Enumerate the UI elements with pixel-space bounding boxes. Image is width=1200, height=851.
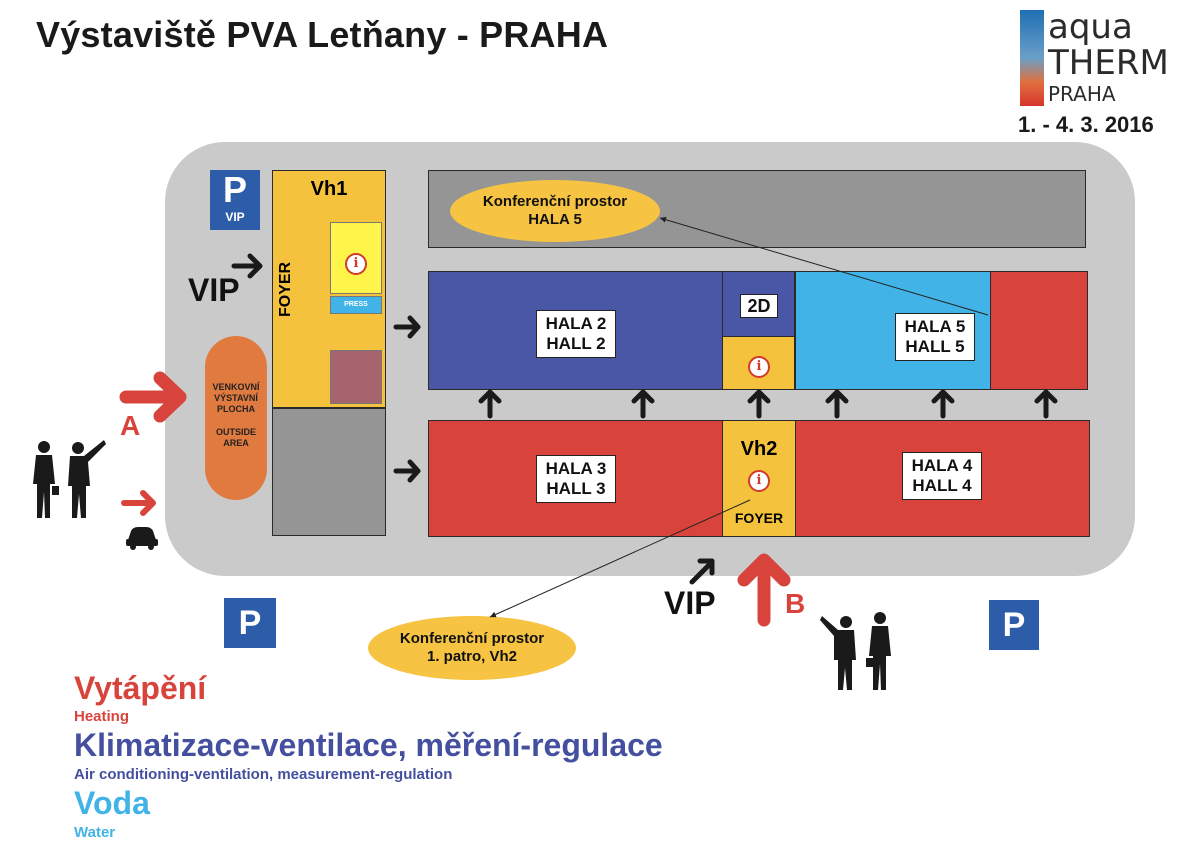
logo-gradient-bar bbox=[1020, 10, 1044, 106]
person-icon bbox=[68, 440, 106, 518]
conference-hall5-line1: Konferenční prostor bbox=[482, 193, 628, 210]
hall-3-cz: HALA 3 bbox=[545, 459, 607, 478]
arrow-right-icon bbox=[231, 253, 263, 279]
car-entrance-arrow-icon bbox=[121, 490, 156, 516]
vh1-room[interactable] bbox=[330, 350, 382, 404]
outside-area-cz: VENKOVNÍ VÝSTAVNÍ PLOCHA bbox=[212, 382, 260, 414]
legend-water-en: Water bbox=[74, 824, 116, 841]
vh1-lower-area[interactable] bbox=[272, 408, 386, 536]
info-icon: i bbox=[748, 356, 770, 378]
vh1-label: Vh1 bbox=[310, 178, 348, 200]
person-icon bbox=[820, 616, 856, 690]
conference-vh2[interactable]: Konferenční prostor 1. patro, Vh2 bbox=[368, 616, 576, 680]
hall-4-en: HALL 4 bbox=[912, 476, 972, 495]
hall-4-label: HALA 4 HALL 4 bbox=[902, 452, 982, 500]
legend-hvac-cz: Klimatizace-ventilace, měření-regulace bbox=[74, 727, 663, 763]
outside-area[interactable]: VENKOVNÍ VÝSTAVNÍ PLOCHA OUTSIDE AREA bbox=[205, 336, 267, 500]
hall-2-en: HALL 2 bbox=[546, 334, 606, 353]
arrow-up-icon bbox=[931, 389, 955, 419]
entrance-b-label: B bbox=[785, 588, 806, 619]
conference-hall5[interactable]: Konferenční prostor HALA 5 bbox=[450, 180, 660, 242]
person-icon bbox=[866, 612, 891, 690]
legend-heating-cz: Vytápění bbox=[74, 670, 207, 706]
arrow-right-icon bbox=[393, 315, 421, 339]
entrance-a-label: A bbox=[120, 410, 141, 441]
car-icon bbox=[126, 527, 158, 550]
vip-label-bottom: VIP bbox=[664, 585, 716, 621]
logo-word-aqua: aqua bbox=[1048, 7, 1133, 47]
hall-4-cz: HALA 4 bbox=[911, 456, 973, 475]
vh2-label: Vh2 bbox=[740, 438, 778, 460]
arrow-up-icon bbox=[825, 389, 849, 419]
page-title: Výstaviště PVA Letňany - PRAHA bbox=[36, 14, 609, 55]
parking-vip-sub: VIP bbox=[225, 210, 245, 224]
hall-3-en: HALL 3 bbox=[546, 479, 606, 498]
entrance-b-arrow-icon bbox=[737, 553, 791, 627]
hall-5-label: HALA 5 HALL 5 bbox=[895, 313, 975, 361]
arrow-up-icon bbox=[747, 389, 771, 419]
arrow-up-icon bbox=[631, 389, 655, 419]
hall-5-red-area[interactable] bbox=[990, 271, 1088, 390]
hall-2-label: HALA 2 HALL 2 bbox=[536, 310, 616, 358]
conference-vh2-line1: Konferenční prostor bbox=[399, 630, 545, 647]
logo-word-praha: PRAHA bbox=[1048, 82, 1116, 106]
arrow-up-icon bbox=[478, 389, 502, 419]
hall-2-cz: HALA 2 bbox=[545, 314, 607, 333]
aquatherm-logo: aqua THERM PRAHA bbox=[1020, 8, 1180, 108]
hall-3-label: HALA 3 HALL 3 bbox=[536, 455, 616, 503]
arrow-right-icon bbox=[393, 459, 421, 483]
outside-area-en: OUTSIDE AREA bbox=[215, 427, 256, 448]
conference-vh2-line2: 1. patro, Vh2 bbox=[426, 648, 518, 665]
vh2-foyer-label: FOYER bbox=[734, 510, 784, 526]
info-icon: i bbox=[748, 470, 770, 492]
parking-vip-sign: P VIP bbox=[210, 170, 260, 230]
info-icon: i bbox=[345, 253, 367, 275]
entrance-a-arrow-icon bbox=[119, 371, 187, 423]
parking-vip-letter: P bbox=[222, 169, 247, 210]
vip-label-left: VIP bbox=[188, 272, 240, 308]
legend-heating-en: Heating bbox=[74, 708, 130, 725]
pointer-line-hall5 bbox=[659, 216, 989, 316]
pointer-line-vh2 bbox=[489, 499, 751, 618]
arrow-diag-icon bbox=[689, 558, 715, 585]
logo-word-therm: THERM bbox=[1048, 43, 1169, 83]
hall-5-cz: HALA 5 bbox=[904, 317, 966, 336]
arrow-up-icon bbox=[1034, 389, 1058, 419]
hall-5-en: HALL 5 bbox=[905, 337, 965, 356]
press-room[interactable]: PRESS bbox=[330, 296, 382, 314]
legend-hvac-en: Air conditioning-ventilation, measuremen… bbox=[74, 766, 453, 783]
event-dates: 1. - 4. 3. 2016 bbox=[1018, 112, 1154, 137]
parking-sign-left: P bbox=[224, 598, 276, 648]
conference-hall5-line2: HALA 5 bbox=[528, 211, 582, 228]
parking-sign-right: P bbox=[989, 600, 1039, 650]
legend-water-cz: Voda bbox=[74, 785, 150, 821]
hall-2d-label: 2D bbox=[740, 294, 778, 318]
person-icon bbox=[33, 441, 59, 518]
